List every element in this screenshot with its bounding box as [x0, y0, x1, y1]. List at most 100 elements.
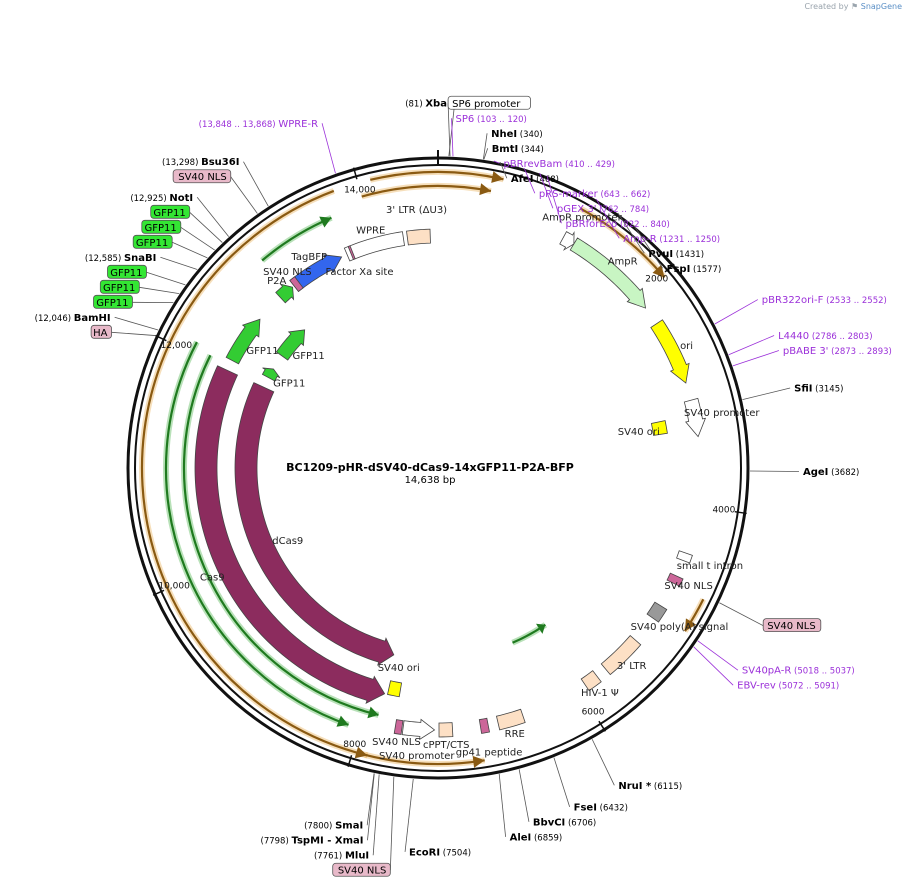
feature-sv40-promoter-13[interactable]: SV40 promoter — [379, 718, 455, 762]
site-gfp11-37[interactable]: GFP11 — [141, 219, 215, 251]
feature-shape-tagbfp[interactable] — [289, 254, 343, 293]
feature-sv40-nls-6[interactable]: SV40 NLS — [664, 572, 713, 592]
feature-gfp11-18[interactable]: GFP11 — [261, 367, 305, 390]
feature-dcas9-16[interactable]: dCas9 — [234, 382, 395, 666]
site-agei-17[interactable]: AgeI (3682) — [749, 467, 859, 478]
site-sv40pa-r-19[interactable]: SV40pA-R (5018 .. 5037) — [697, 640, 855, 677]
feature-sv40-nls-15[interactable]: SV40 NLS — [372, 719, 421, 748]
feature-shape-sv40-nls[interactable] — [289, 276, 304, 293]
feature-ampr-1[interactable]: AmpR — [569, 237, 647, 309]
feature-shape-gfp11[interactable] — [275, 329, 306, 361]
feature-cas9-17[interactable]: Cas9 — [194, 365, 386, 705]
site-wpre-r-42[interactable]: (13,848 .. 13,868) WPRE-R — [199, 119, 336, 174]
feature-shape-rre[interactable] — [495, 708, 526, 731]
feature-small-t-intron-5[interactable]: small t intron — [676, 550, 743, 572]
site-snabi-35[interactable]: (12,585) SnaBI — [85, 253, 198, 270]
feature-ori-2[interactable]: ori — [650, 319, 693, 384]
feature-shape-gfp11[interactable] — [261, 367, 281, 382]
site-prs-marker-7[interactable]: pRS-marker (643 .. 662) — [523, 167, 650, 200]
feature-shape-gp41-peptide[interactable] — [478, 717, 490, 734]
feature-shape-sv40-poly-a-signal[interactable] — [646, 601, 668, 623]
feature-shape-ori[interactable] — [650, 319, 690, 384]
feature-shape-p2a[interactable] — [275, 283, 295, 304]
site-sv40-nls-26[interactable]: SV40 NLS — [332, 776, 395, 877]
site-smai-29[interactable]: (7800) SmaI — [304, 773, 375, 832]
site-sp6-2[interactable]: SP6 (103 .. 120) — [451, 114, 527, 157]
site-ebv-rev-20[interactable]: EBV-rev (5072 .. 5091) — [693, 646, 840, 692]
feature-shape-sv40-nls[interactable] — [393, 719, 404, 735]
feature-rre-10[interactable]: RRE — [495, 708, 526, 740]
site-gfp11-36[interactable]: GFP11 — [132, 234, 208, 259]
feature-shape-dcas9[interactable] — [234, 382, 395, 666]
feature-sv40-promoter-3[interactable]: SV40 promoter — [683, 397, 760, 438]
feature-shape-sv40-ori[interactable] — [387, 680, 403, 698]
feature-shape-wpre[interactable] — [343, 231, 405, 262]
site-bamhi-31[interactable]: (12,046) BamHI — [35, 313, 159, 331]
site-leader-gfp11 — [189, 212, 223, 243]
feature-wpre-24[interactable]: WPRE — [343, 225, 405, 262]
feature-sv40-ori-14[interactable]: SV40 ori — [378, 663, 420, 698]
site-fspi-12[interactable]: FspI (1577) — [633, 224, 721, 275]
site-gfp11-32[interactable]: GFP11 — [93, 294, 174, 309]
feature-gfp11-19[interactable]: GFP11 — [275, 329, 325, 362]
site-pbrforeco-9[interactable]: pBRforEco (822 .. 840) — [546, 175, 670, 230]
site-ha-30[interactable]: HA — [90, 324, 156, 339]
site-sp6-promoter-1[interactable]: SP6 promoter — [447, 95, 531, 157]
site-nrui-21[interactable]: NruI * (6115) — [591, 739, 682, 792]
feature-gp41-peptide-11[interactable]: gp41 peptide — [456, 717, 523, 758]
feature-p2a-21[interactable]: P2A — [267, 276, 295, 304]
site-mlui-27[interactable]: (7761) MluI — [314, 774, 380, 862]
site-afei-6[interactable]: AfeI (468) — [499, 162, 559, 185]
site-gfp11-34[interactable]: GFP11 — [107, 264, 186, 286]
feature-cppt-cts-12[interactable]: cPPT/CTS — [423, 722, 469, 751]
site-pbabe-3-15[interactable]: pBABE 3' (2873 .. 2893) — [732, 346, 892, 367]
site-box-ha — [90, 324, 112, 339]
site-box-sv40-nls — [172, 169, 232, 184]
feature-sv40-poly-a-signal-7[interactable]: SV40 poly(A) signal — [631, 601, 729, 633]
site-gfp11-33[interactable]: GFP11 — [99, 279, 180, 295]
site-xbai-0[interactable]: (81) XbaI — [405, 99, 456, 157]
site-ecori-25[interactable]: EcoRI (7504) — [404, 778, 471, 858]
site-pbrrevbam-5[interactable]: pBRrevBam (410 .. 429) — [493, 159, 615, 170]
feature-gfp11-20[interactable]: GFP11 — [225, 318, 279, 365]
site-noti-39[interactable]: (12,925) NotI — [130, 193, 230, 237]
feature-shape-sv40-promoter[interactable] — [683, 397, 707, 438]
site-pvui-11[interactable]: PvuI (1431) — [617, 212, 704, 260]
site-gfp11-38[interactable]: GFP11 — [150, 204, 223, 243]
feature-sv40-nls-23[interactable]: SV40 NLS — [263, 267, 312, 293]
site-alei-24[interactable]: AleI (6859) — [498, 773, 562, 843]
feature-shape-hiv-1[interactable] — [580, 670, 602, 692]
site-bsu36i-41[interactable]: (13,298) Bsu36I — [162, 157, 269, 207]
feature-shape-small-t-intron[interactable] — [676, 550, 693, 564]
site-sv40-nls-18[interactable]: SV40 NLS — [719, 602, 822, 632]
feature-shape-gfp11[interactable] — [225, 318, 261, 365]
site-bbvci-23[interactable]: BbvCI (6706) — [518, 769, 596, 828]
feature-shape-cas9[interactable] — [194, 365, 386, 705]
feature-shape-sv40-promoter[interactable] — [401, 718, 436, 741]
site-tspmi-28[interactable]: (7798) TspMI - XmaI — [261, 773, 375, 847]
feature-shape-3-ltr[interactable] — [600, 635, 642, 676]
feature-factor-xa-site-26[interactable]: Factor Xa site — [326, 245, 394, 278]
feature-shape-ampr[interactable] — [569, 237, 647, 309]
site-sfii-16[interactable]: SfiI (3145) — [742, 384, 843, 401]
site-l4440-14[interactable]: L4440 (2786 .. 2803) — [728, 331, 873, 356]
site-bmti-4[interactable]: BmtI (344) — [483, 144, 544, 160]
feature-ampr-promoter-0[interactable]: AmpR promoter — [542, 212, 623, 251]
site-sv40-nls-40[interactable]: SV40 NLS — [172, 169, 258, 214]
feature-3-ltr-8[interactable]: 3' LTR — [600, 635, 647, 676]
feature-shape-sv40-ori[interactable] — [650, 420, 668, 436]
site-pbr322ori-f-13[interactable]: pBR322ori-F (2533 .. 2552) — [714, 295, 887, 325]
site-fsei-22[interactable]: FseI (6432) — [553, 757, 628, 814]
feature-shape-ampr-promoter[interactable] — [559, 230, 575, 251]
feature-shape-sv40-nls[interactable] — [666, 572, 684, 587]
feature-3-ltr-u3-25[interactable]: 3' LTR (ΔU3) — [386, 205, 447, 246]
feature-hiv-1-9[interactable]: HIV-1 Ψ — [580, 670, 619, 699]
site-pgex-3-8[interactable]: pGEX 3' (762 .. 784) — [539, 172, 649, 215]
feature-shape-cppt-cts[interactable] — [438, 722, 454, 738]
feature-shape-3-ltr-u3[interactable] — [406, 228, 431, 246]
site-amp-r-10[interactable]: Amp-R (1231 .. 1250) — [595, 198, 720, 245]
feature-sv40-ori-4[interactable]: SV40 ori — [618, 420, 668, 438]
feature-tagbfp-22[interactable]: TagBFP — [289, 252, 343, 293]
feature-shape-factor-xa-site[interactable] — [347, 245, 356, 261]
site-nhei-3[interactable]: NheI (340) — [482, 129, 543, 160]
